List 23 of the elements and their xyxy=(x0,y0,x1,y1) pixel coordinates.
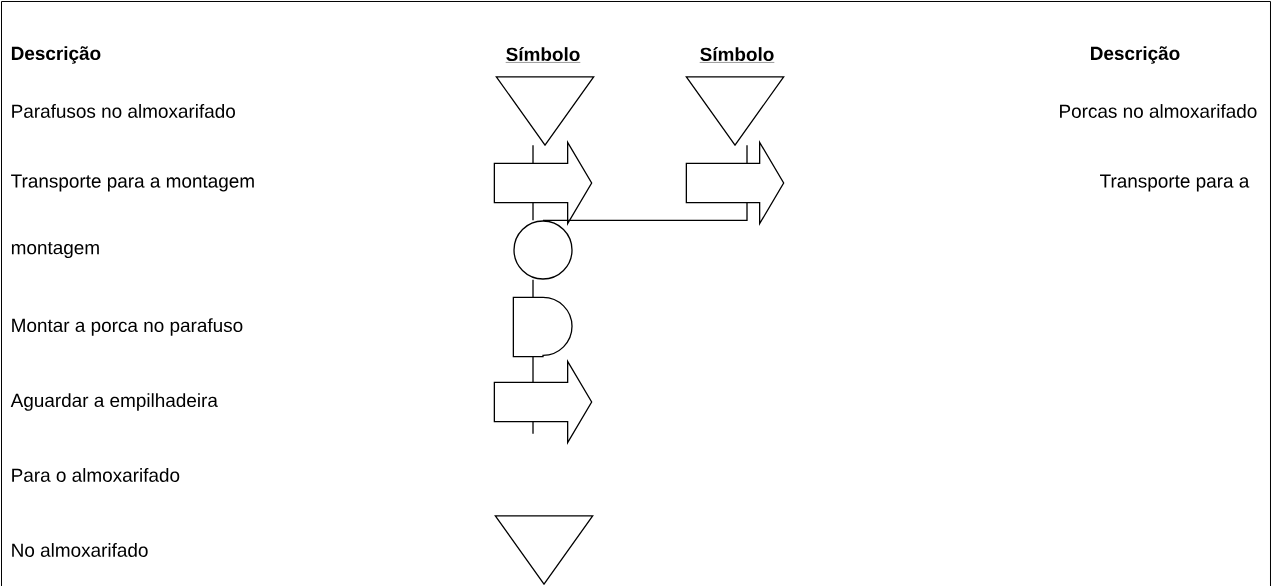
circle-symbol xyxy=(513,220,573,280)
step-description: Porcas no almoxarifado xyxy=(1060,104,1257,118)
connector-line xyxy=(532,202,534,221)
connector-line xyxy=(532,356,534,383)
step-description: Para o almoxarifado xyxy=(12,468,180,482)
step-description: Parafusos no almoxarifado xyxy=(12,104,235,118)
arrow-symbol xyxy=(685,139,785,227)
connector-line xyxy=(542,202,748,221)
step-description: Aguardar a empilhadeira xyxy=(10,393,218,411)
column-heading: Descrição xyxy=(1091,46,1180,64)
arrow-symbol xyxy=(493,139,593,227)
step-description: Transporte para a xyxy=(1100,174,1250,192)
step-description: montagem xyxy=(11,241,99,259)
connector-line xyxy=(532,144,534,164)
delay-symbol xyxy=(512,296,573,358)
step-description: Montar a porca no parafuso xyxy=(12,318,243,336)
arrow-symbol xyxy=(493,358,593,445)
step-description: No almoxarifado xyxy=(12,543,148,557)
connector-line xyxy=(532,279,534,298)
column-heading: Descrição xyxy=(11,46,101,64)
connector-line xyxy=(746,144,748,164)
connector-line xyxy=(532,421,534,435)
step-description: Transporte para a montagem xyxy=(11,174,254,192)
